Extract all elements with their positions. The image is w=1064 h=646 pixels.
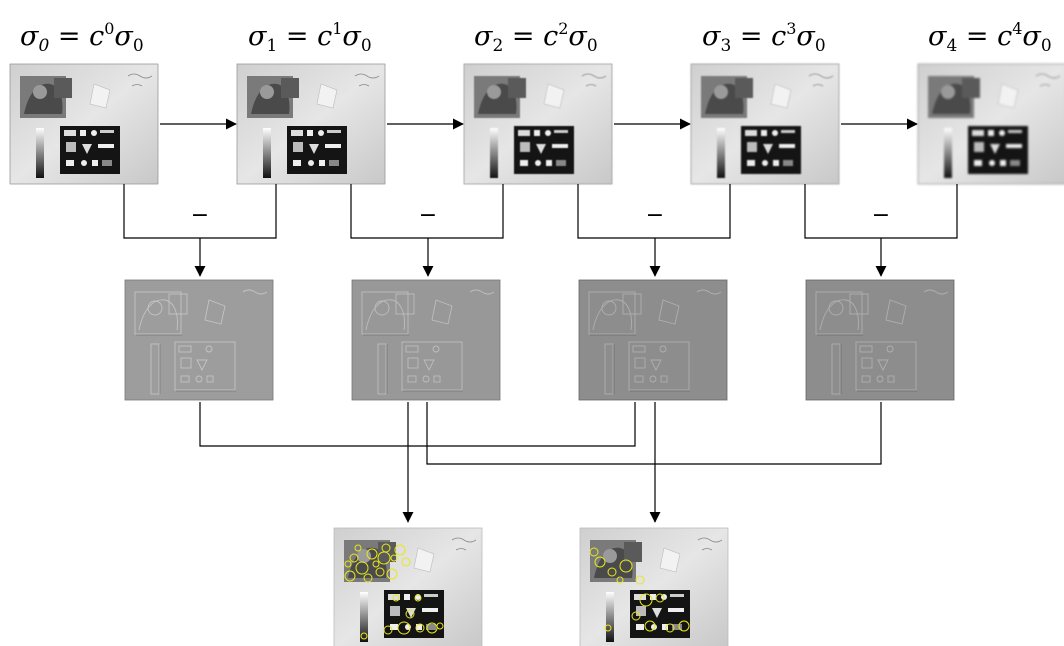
keypoint-image-1 bbox=[579, 527, 729, 646]
dog-image-0 bbox=[124, 279, 274, 401]
gaussian-image-1 bbox=[236, 63, 386, 185]
gaussian-image-4 bbox=[917, 63, 1064, 185]
scale-label-3: σ3 = c3σ0 bbox=[702, 19, 826, 56]
minus-sign-0: − bbox=[191, 203, 209, 228]
dog-image-3 bbox=[805, 279, 955, 401]
gaussian-image-2 bbox=[463, 63, 613, 185]
extrema-connectors bbox=[199, 402, 882, 523]
keypoint-image-0 bbox=[333, 527, 483, 646]
gaussian-image-0 bbox=[9, 63, 159, 185]
scale-label-4: σ4 = c4σ0 bbox=[928, 19, 1052, 56]
minus-sign-3: − bbox=[872, 203, 890, 228]
scale-label-0: σ0 = c0σ0 bbox=[20, 19, 144, 56]
minus-signs: − − − − bbox=[191, 203, 890, 228]
scale-label-1: σ1 = c1σ0 bbox=[248, 19, 372, 56]
scale-label-2: σ2 = c2σ0 bbox=[474, 19, 598, 56]
subtraction-connectors bbox=[123, 184, 958, 277]
dog-image-1 bbox=[351, 279, 501, 401]
gaussian-image-3 bbox=[690, 63, 840, 185]
dog-images bbox=[124, 279, 955, 401]
scale-labels: σ0 = c0σ0 σ1 = c1σ0 σ2 = c2σ0 σ3 = c3σ0 … bbox=[20, 19, 1052, 56]
dog-image-2 bbox=[578, 279, 728, 401]
keypoint-images bbox=[333, 527, 729, 646]
minus-sign-2: − bbox=[646, 203, 664, 228]
minus-sign-1: − bbox=[419, 203, 437, 228]
gaussian-images bbox=[9, 63, 1064, 185]
